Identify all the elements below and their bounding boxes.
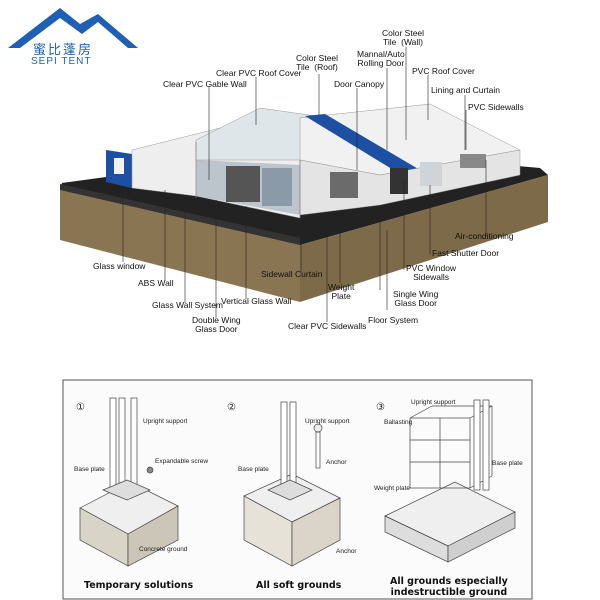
label-clear-pvc-sidewalls: Clear PVC Sidewalls [288, 321, 367, 331]
panel-1-number: ① [76, 402, 85, 413]
label-door-canopy: Door Canopy [334, 79, 385, 89]
logo-mountain-icon [8, 8, 138, 48]
label-single-wing-glass-door: Single Wing Glass Door [393, 289, 439, 308]
panel-2-base-label: Base plate [238, 466, 269, 473]
label-pvc-sidewalls: PVC Sidewalls [468, 102, 524, 112]
label-abs-wall: ABS Wall [138, 278, 174, 288]
label-floor-system: Floor System [368, 315, 419, 325]
panel-2-anchor-bottom-label: Anchor [336, 548, 357, 555]
panel-1-caption: Temporary solutions [84, 580, 194, 591]
panel-2-number: ② [227, 402, 236, 413]
label-clear-pvc-gable-wall: Clear PVC Gable Wall [163, 79, 247, 89]
logo-chinese-text: 蜜比蓬房 [33, 43, 94, 58]
label-double-wing-glass-door: Double Wing Glass Door [192, 315, 241, 334]
panel-3-number: ③ [376, 402, 385, 413]
label-manual-rolling-door: Mannal/Auto Rolling Door [357, 49, 405, 68]
label-pvc-window-sidewalls: PVC Window Sidewalls [406, 263, 457, 282]
label-pvc-roof-cover: PVC Roof Cover [412, 66, 475, 76]
label-color-steel-wall: Color Steel Tile (Wall) [382, 28, 425, 47]
panel-3-graphic [384, 399, 516, 563]
panel-2-graphic [243, 401, 341, 567]
panel-3-upright-label: Upright support [411, 399, 456, 406]
panel-3-caption: All grounds especially indestructible gr… [390, 576, 508, 598]
panel-2-upright-label: Upright support [305, 418, 350, 425]
label-glass-window: Glass window [93, 261, 146, 271]
label-air-conditioning: Air-conditioning [455, 231, 514, 241]
label-leader-lines [122, 47, 487, 322]
label-fast-shutter-door: Fast Shutter Door [432, 248, 500, 258]
label-vertical-glass-wall: Vertical Glass Wall [221, 296, 292, 306]
panel-2-caption: All soft grounds [256, 580, 342, 591]
label-weight-plate: Weight Plate [328, 282, 355, 301]
panel-1-graphic [79, 397, 179, 567]
panel-1-ground-label: Concrete ground [139, 546, 188, 553]
panel-2-anchor-label: Anchor [326, 459, 347, 466]
panel-3-weight-label: Weight plate [374, 485, 411, 492]
tent-structure [106, 103, 521, 219]
logo-english-text: SEPI TENT [31, 56, 92, 67]
label-clear-pvc-roof-cover: Clear PVC Roof Cover [216, 68, 302, 78]
label-sidewall-curtain: Sidewall Curtain [261, 269, 323, 279]
panel-1-base-label: Base plate [74, 466, 105, 473]
panel-3-base-label: Base plate [492, 460, 523, 467]
panel-3-ballasting-label: Ballasting [384, 419, 413, 426]
label-glass-wall-system: Glass Wall System [152, 300, 224, 310]
panel-1-upright-label: Upright support [143, 418, 188, 425]
panel-1-screw-label: Expandable screw [155, 458, 209, 465]
label-color-steel-roof: Color Steel Tile (Roof) [296, 53, 339, 72]
label-lining-curtain: Lining and Curtain [431, 85, 500, 95]
